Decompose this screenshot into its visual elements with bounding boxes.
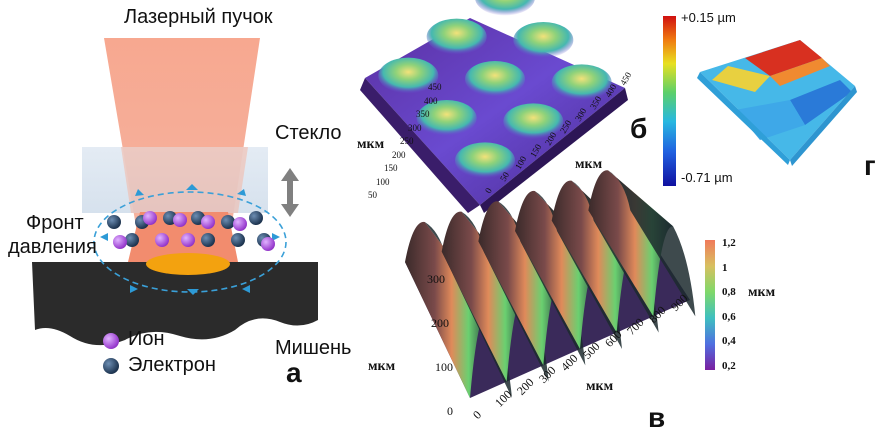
- panel-b-y-tick: 150: [384, 163, 398, 173]
- electron-particle: [107, 215, 121, 229]
- panel-v-y-tick: 300: [427, 272, 445, 286]
- ion-particle: [261, 237, 275, 251]
- panel-b-y-tick: 400: [424, 95, 438, 106]
- panel-g-max-label: +0.15 µm: [681, 10, 736, 25]
- ion-particle: [155, 233, 169, 247]
- ion-label: Ион: [128, 328, 165, 350]
- panel-v-xlabel: мкм: [586, 379, 614, 394]
- surface-ridge: [515, 190, 600, 349]
- electron-legend-icon: [103, 358, 119, 374]
- panel-b-y-tick: 100: [376, 176, 390, 187]
- panel-b-xlabel: мкм: [575, 157, 603, 172]
- target-label: Мишень: [275, 337, 352, 359]
- panel-b-y-tick: 250: [400, 136, 414, 146]
- surface-bump: [513, 22, 574, 58]
- front-label-line1: Фронт: [26, 212, 84, 234]
- pressure-front: [93, 191, 287, 293]
- panel-v-colorbar-tick: 1,2: [722, 237, 736, 249]
- surface-bump: [551, 64, 612, 101]
- surface-ridge: [478, 201, 564, 366]
- front-label-line2: давления: [8, 236, 97, 258]
- surface-ridge: [405, 221, 490, 398]
- melt-pool: [146, 253, 230, 275]
- ion-particle: [173, 213, 187, 227]
- panel-v-letter: в: [648, 402, 666, 433]
- panel-b-y-tick: 350: [416, 109, 430, 119]
- panel-b-ylabel: мкм: [357, 137, 385, 152]
- panel-v-y-tick: 200: [431, 316, 449, 330]
- panel-g-min-label: -0.71 µm: [681, 170, 733, 185]
- glass-label: Стекло: [275, 122, 342, 144]
- panel-a-letter: а: [286, 357, 302, 388]
- electron-particle: [125, 233, 139, 247]
- panel-g-colorbar: [663, 16, 676, 186]
- glass-motion-arrow: [281, 168, 299, 217]
- panel-v-colorbar-label: мкм: [748, 285, 776, 300]
- electron-particle: [221, 215, 235, 229]
- front-arrows: [100, 184, 280, 295]
- ion-particle: [143, 211, 157, 225]
- panel-v-ylabel: мкм: [368, 359, 396, 374]
- surface-ridge: [441, 211, 527, 382]
- panel-b-y-tick: 200: [392, 149, 406, 160]
- surface-ridge: [551, 180, 637, 333]
- surface-ridge-shade: [571, 180, 659, 333]
- panel-b-letter: б: [630, 113, 648, 144]
- panel-b-y-tick: 450: [428, 82, 442, 92]
- surface-bump: [465, 61, 525, 97]
- ion-particle: [181, 233, 195, 247]
- panel-v-colorbar-tick: 0,2: [722, 359, 736, 372]
- surface-bump: [455, 142, 515, 179]
- panel-b-y-tick: 50: [368, 190, 377, 200]
- panel-v-colorbar-tick: 0,6: [722, 310, 736, 323]
- ion-legend-icon: [103, 333, 119, 349]
- electron-particle: [231, 233, 245, 247]
- ion-particle: [233, 217, 247, 231]
- panel-v-colorbar-tick: 0,8: [722, 286, 736, 298]
- laser-label: Лазерный пучок: [124, 6, 273, 28]
- surface-ridge: [588, 170, 674, 317]
- electron-particle: [201, 233, 215, 247]
- ion-particle: [201, 215, 215, 229]
- surface-bump: [378, 57, 439, 94]
- panel-g-letter: г: [864, 150, 876, 181]
- panel-v-colorbar-tick: 1: [722, 261, 728, 274]
- panel-v-y-tick: 0: [447, 404, 453, 418]
- ion-particle: [113, 235, 127, 249]
- electron-particle: [249, 211, 263, 225]
- electron-label: Электрон: [128, 354, 216, 376]
- surface-bump: [416, 100, 477, 136]
- surface-bump: [503, 103, 564, 140]
- panel-b-y-tick: 300: [408, 122, 422, 133]
- surface-ridge-shade: [608, 170, 696, 317]
- panel-v-colorbar-tick: 0,4: [722, 335, 736, 347]
- panel-v-y-tick: 100: [435, 360, 453, 374]
- surface-bump: [426, 18, 487, 55]
- panel-v-colorbar: [705, 240, 715, 370]
- surface-bump: [475, 0, 535, 16]
